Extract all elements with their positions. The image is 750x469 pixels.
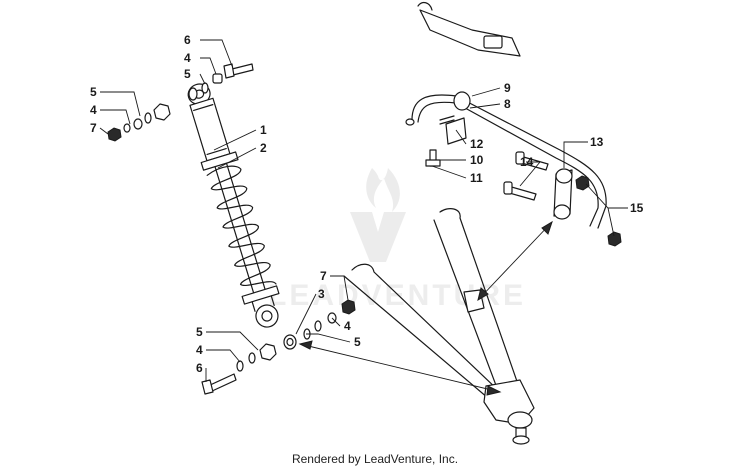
callout-4-left: 4 (90, 103, 97, 117)
callout-9: 9 (504, 81, 511, 95)
callout-10: 10 (470, 153, 484, 167)
callout-15: 15 (630, 201, 644, 215)
callout-4-bottom-right: 4 (344, 319, 351, 333)
callout-8: 8 (504, 97, 511, 111)
shock-absorber (187, 83, 280, 328)
callout-6-bottom-left: 6 (196, 361, 203, 375)
callout-1: 1 (260, 123, 267, 137)
render-credit: Rendered by LeadVenture, Inc. (291, 452, 459, 466)
lower-shock-hardware-left (201, 343, 277, 395)
callout-2: 2 (260, 141, 267, 155)
callout-6-top: 6 (184, 33, 191, 47)
sway-bar-assembly (405, 1, 622, 247)
callout-3: 3 (318, 287, 325, 301)
callout-5-bottom-right: 5 (354, 335, 361, 349)
suspension-exploded-diagram: LEADVENTURE (90, 1, 644, 445)
callout-11: 11 (470, 171, 483, 185)
upper-shock-hardware-left (107, 103, 171, 142)
relation-arrows (298, 220, 553, 396)
callout-12: 12 (470, 137, 484, 151)
callout-7-mid: 7 (320, 269, 327, 283)
callout-5-bottom-left: 5 (196, 325, 203, 339)
upper-shock-hardware-right (188, 63, 254, 101)
callout-4-bottom-left: 4 (196, 343, 203, 357)
callout-labels: 6 4 5 5 4 7 1 2 7 3 4 5 5 4 6 9 8 12 10 … (90, 33, 644, 375)
callout-5-top: 5 (184, 67, 191, 81)
callout-14: 14 (520, 155, 534, 169)
callout-13: 13 (590, 135, 604, 149)
callout-5-left: 5 (90, 85, 97, 99)
callout-4-top: 4 (184, 51, 191, 65)
leader-lines (99, 39, 628, 382)
callout-7-left: 7 (90, 121, 97, 135)
